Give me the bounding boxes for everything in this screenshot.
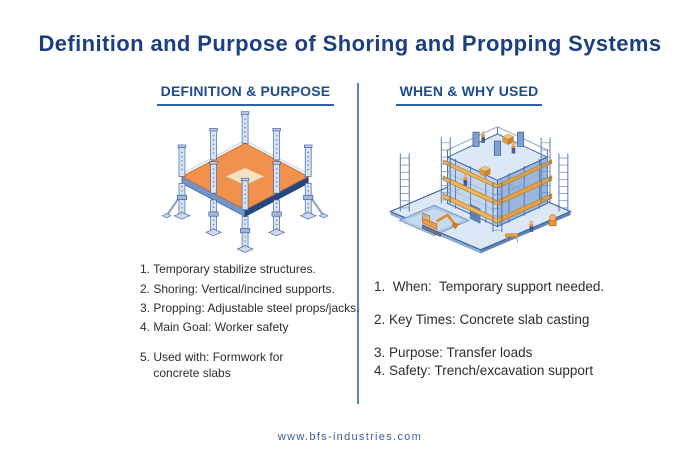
list-item: 3. Purpose: Transfer loads — [374, 345, 533, 360]
website-url[interactable]: www.bfs-industries.com — [277, 431, 423, 443]
list-item: 3. Propping: Adjustable steel props/jack… — [140, 301, 360, 315]
shoring-platform-illustration — [161, 111, 329, 254]
left-column-header: DEFINITION & PURPOSE — [133, 83, 358, 106]
when-why-list: 1. When: Temporary support needed. 2. Ke… — [374, 278, 624, 379]
construction-building-illustration — [389, 126, 572, 254]
list-item: 5. Used with: Formwork for concrete slab… — [140, 350, 284, 380]
list-item: 2. Shoring: Vertical/incined supports. — [140, 282, 335, 296]
left-header-label: DEFINITION & PURPOSE — [156, 83, 335, 106]
list-item: 4. Main Goal: Worker safety — [140, 320, 289, 334]
definition-purpose-list: 1. Temporary stabilize structures. 2. Sh… — [140, 261, 368, 381]
list-item: 4. Safety: Trench/excavation support — [374, 363, 594, 378]
list-item: 1. Temporary stabilize structures. — [140, 262, 316, 276]
column-divider — [357, 83, 359, 404]
right-header-label: WHEN & WHY USED — [395, 83, 543, 106]
list-item: 1. When: Temporary support needed. — [374, 279, 605, 294]
page-title: Definition and Purpose of Shoring and Pr… — [38, 31, 662, 56]
list-item: 2. Key Times: Concrete slab casting — [374, 312, 590, 327]
right-column-header: WHEN & WHY USED — [374, 83, 564, 106]
